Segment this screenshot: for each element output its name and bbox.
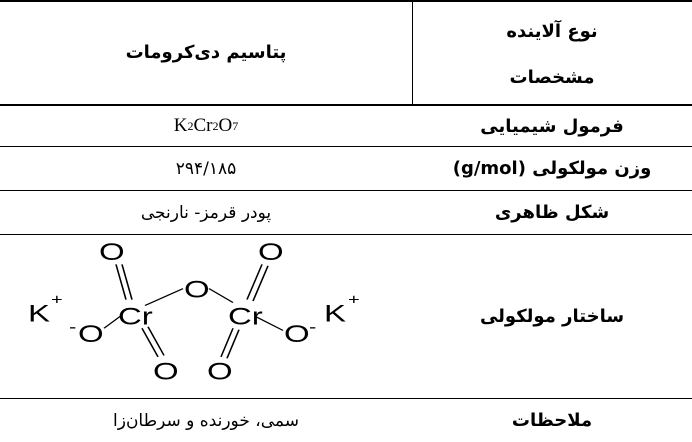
struct-k-right-charge: + (348, 291, 360, 308)
struct-o-left-bottom: O (153, 359, 179, 386)
rule-header-bottom (0, 104, 692, 106)
struct-k-left-charge: + (51, 291, 63, 308)
dichromate-structure-icon: K + O - Cr O O O Cr O O O - K + (28, 239, 360, 386)
rule-row3 (0, 234, 692, 235)
struct-o-right-charge: - (309, 319, 316, 337)
header-divider (412, 0, 413, 105)
row-weight-label: وزن مولکولی (g/mol) (452, 158, 652, 179)
rule-top (0, 0, 692, 2)
row-remarks-value: سمی، خورنده و سرطان‌زا (113, 410, 299, 431)
row-structure-label: ساختار مولکولی (479, 306, 625, 327)
struct-o-bridge: O (184, 276, 210, 303)
header-substance: پتاسیم دی‌کرومات (125, 41, 287, 63)
struct-o-left: O (78, 321, 104, 348)
row-formula-label: فرمول شیمیایی (480, 115, 624, 137)
rule-row2 (0, 190, 692, 191)
row-appearance-value: پودر قرمز- نارنجی (140, 202, 272, 223)
row-weight-value: ۲۹۴/۱۸۵ (175, 158, 237, 179)
struct-o-right-top: O (258, 239, 284, 266)
struct-o-right-bottom: O (207, 359, 233, 386)
row-appearance-label: شکل ظاهری (494, 202, 610, 223)
header-type-label: نوع آلاینده (506, 20, 598, 42)
formula-o: O (218, 115, 233, 136)
struct-k-left: K (28, 301, 50, 328)
struct-k-right: K (324, 301, 346, 328)
struct-cr-left: Cr (118, 304, 153, 331)
row-remarks-label: ملاحظات (511, 410, 593, 431)
formula-cr: Cr (193, 115, 213, 136)
struct-o-left-top: O (99, 239, 125, 266)
struct-o-right: O (284, 321, 310, 348)
rule-row1 (0, 146, 692, 147)
formula-k: K (173, 115, 188, 136)
struct-o-left-charge: - (69, 319, 76, 337)
header-spec-label: مشخصات (509, 66, 595, 88)
rule-row4 (0, 398, 692, 399)
